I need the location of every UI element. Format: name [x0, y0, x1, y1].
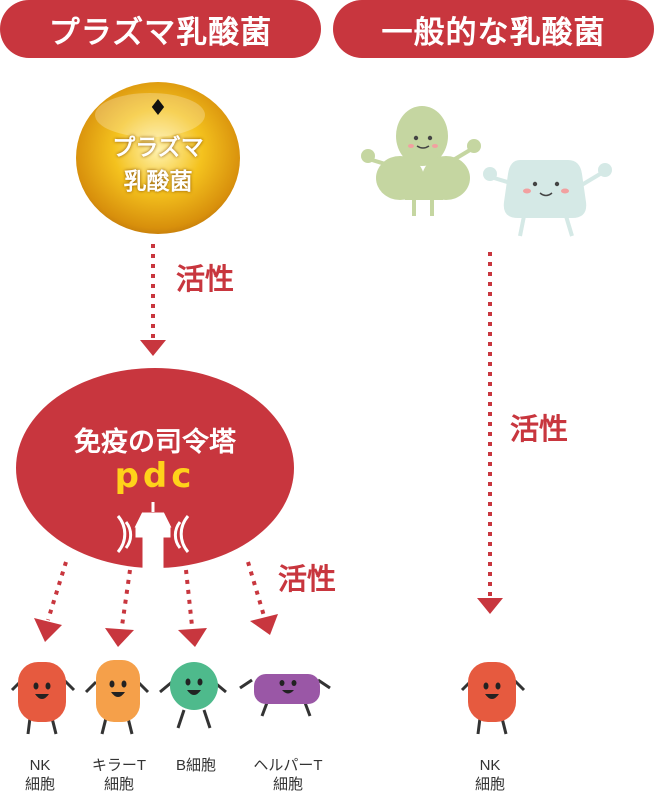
control-tower-icon — [116, 502, 190, 570]
label-nk-line1: NK — [29, 757, 51, 774]
badge-line1: プラズマ — [112, 135, 204, 161]
label-nk-right-line2: 細胞 — [474, 776, 505, 793]
pdc-title: 免疫の司令塔 — [74, 427, 236, 458]
activation-label-top: 活性 — [176, 262, 235, 296]
arrow-pdc-to-killer-t — [120, 569, 132, 627]
killer-t-cell-character — [84, 660, 150, 735]
label-b-line1: B細胞 — [175, 757, 216, 774]
arrow-pdc-to-b-cell — [184, 569, 194, 627]
badge-diamond: ♦ — [148, 96, 168, 121]
clover-bacteria-illustration — [361, 106, 481, 216]
block-bacteria-illustration — [483, 160, 612, 237]
helper-t-cell-character — [239, 674, 331, 717]
label-killer-t-cell: キラーT 細胞 — [82, 756, 156, 794]
arrow-pdc-to-helper-t — [246, 561, 266, 617]
b-cell-character — [159, 662, 227, 729]
label-helper-t-line2: 細胞 — [272, 776, 303, 793]
nk-cell-character — [10, 662, 76, 735]
label-helper-t-line1: ヘルパーT — [253, 757, 323, 774]
label-nk-cell: NK 細胞 — [12, 756, 68, 794]
label-killer-t-line1: キラーT — [91, 757, 147, 774]
tab-general-lactic-acid-bacteria: 一般的な乳酸菌 — [333, 0, 654, 58]
pdc-name: pdc — [114, 456, 196, 496]
nk-cell-character-right — [460, 662, 526, 735]
activation-label-right: 活性 — [510, 412, 569, 446]
badge-line2: 乳酸菌 — [123, 169, 193, 195]
arrowhead-badge-to-pdc — [140, 340, 166, 356]
label-killer-t-line2: 細胞 — [103, 776, 134, 793]
arrow-pdc-to-nk — [46, 561, 68, 621]
tab-plasma-lactic-acid-bacteria: プラズマ乳酸菌 — [0, 0, 321, 58]
pdc-ellipse — [16, 368, 294, 568]
label-b-cell: B細胞 — [164, 756, 228, 775]
label-nk-line2: 細胞 — [24, 776, 55, 793]
activation-label-pdc: 活性 — [278, 562, 337, 596]
label-nk-cell-right: NK 細胞 — [462, 756, 518, 794]
arrowhead-general-to-nk — [477, 598, 503, 614]
plasma-badge — [76, 82, 240, 234]
label-helper-t-cell: ヘルパーT 細胞 — [236, 756, 340, 794]
label-nk-right-line1: NK — [479, 757, 501, 774]
